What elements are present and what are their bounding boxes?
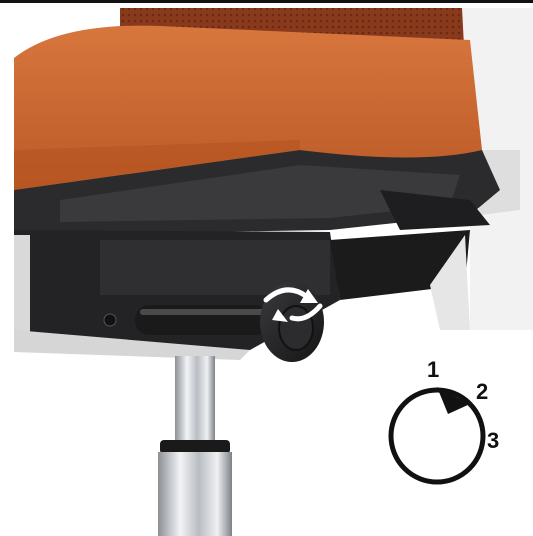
- base-cover: [14, 330, 250, 360]
- column-base: [158, 452, 232, 536]
- column-collar: [160, 440, 230, 454]
- clockwise-rotation-arrow-icon: [388, 387, 486, 485]
- rotation-step-2-label: 2: [476, 379, 489, 404]
- top-border: [0, 0, 533, 3]
- rotation-step-1-label: 1: [427, 357, 440, 382]
- gas-lift-column: [175, 356, 215, 446]
- screw: [103, 313, 117, 327]
- rotate-arrows-icon: [263, 287, 323, 322]
- rotation-step-3-label: 3: [487, 428, 500, 453]
